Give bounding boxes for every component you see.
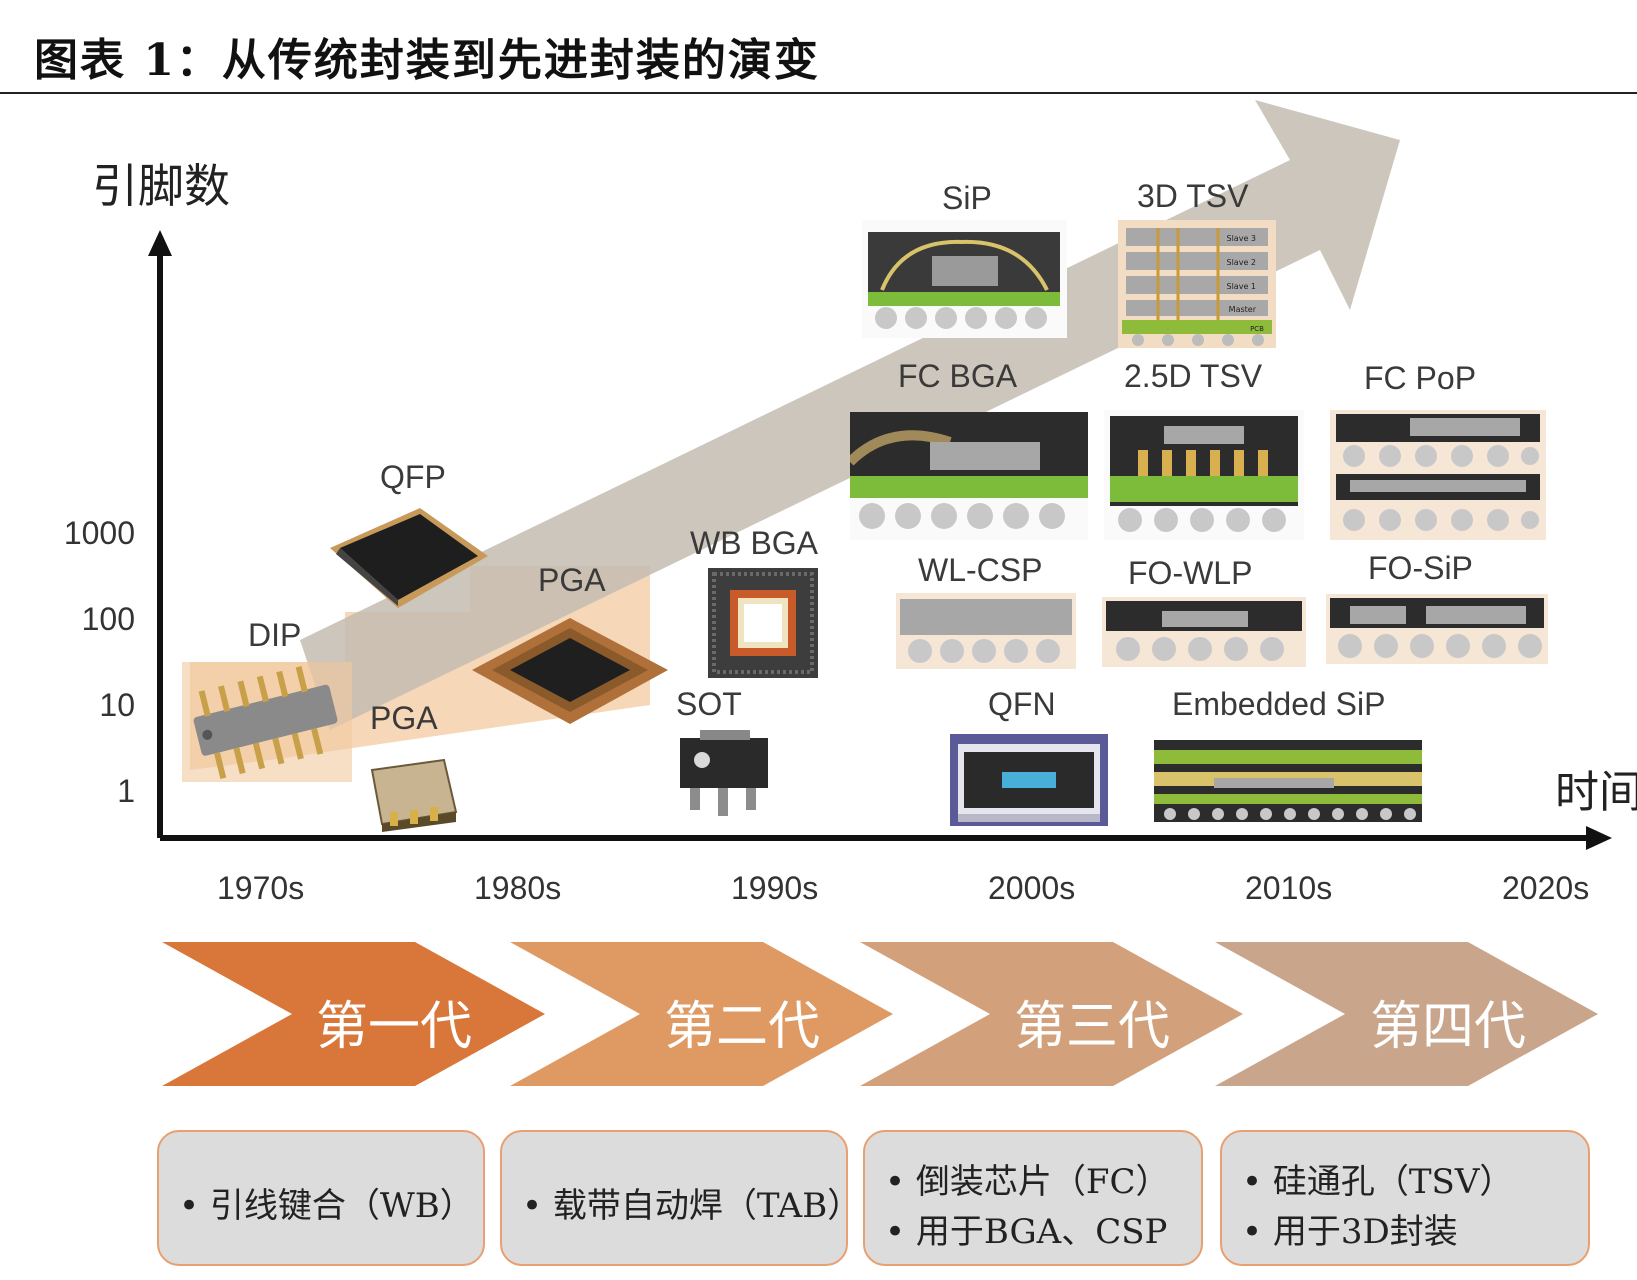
fc-pop-chip-image — [1330, 410, 1546, 540]
sip-chip-image — [862, 220, 1067, 338]
tech-box-3-line-2: • 用于BGA、CSP — [885, 1212, 1168, 1252]
fc-bga-chip-image — [850, 412, 1088, 540]
embedded-sip-chip-image — [1154, 740, 1422, 822]
label-sip: SiP — [942, 180, 992, 216]
generation-label-1: 第一代 — [316, 997, 473, 1057]
x-tick-1970s: 1970s — [217, 870, 305, 906]
label-pga-large: PGA — [538, 562, 606, 598]
generation-label-2: 第二代 — [664, 997, 821, 1057]
tech-box-3: • 倒装芯片（FC） • 用于BGA、CSP — [863, 1130, 1203, 1266]
label-pga-small: PGA — [370, 700, 438, 736]
x-tick-2020s: 2020s — [1502, 870, 1590, 906]
x-tick-1990s: 1990s — [731, 870, 819, 906]
qfp-chip-image — [330, 508, 488, 608]
tech-box-4-line-1: • 硅通孔（TSV） — [1242, 1162, 1514, 1202]
tsv-3d-chip-image: Slave 3 Slave 2 Slave 1 Master PCB — [1118, 220, 1276, 348]
x-tick-2000s: 2000s — [988, 870, 1076, 906]
label-fc-bga: FC BGA — [898, 358, 1018, 394]
tech-box-3-line-1: • 倒装芯片（FC） — [885, 1162, 1170, 1202]
chevron-gen2 — [510, 942, 893, 1086]
label-wb-bga: WB BGA — [690, 525, 819, 561]
pga-small-chip-image — [370, 758, 458, 832]
tsv-stack-label-pcb: PCB — [1250, 325, 1264, 333]
label-fo-wlp: FO-WLP — [1128, 555, 1253, 591]
label-qfp: QFP — [380, 459, 446, 495]
label-wl-csp: WL-CSP — [918, 552, 1043, 588]
x-tick-1980s: 1980s — [474, 870, 562, 906]
tech-box-4: • 硅通孔（TSV） • 用于3D封装 — [1220, 1130, 1590, 1266]
title-rule — [0, 92, 1637, 94]
label-sot: SOT — [676, 686, 742, 722]
chevron-gen4 — [1215, 942, 1598, 1086]
label-dip: DIP — [248, 617, 302, 653]
tsv-stack-label-master: Master — [1229, 305, 1257, 314]
tech-box-2-line-1: • 载带自动焊（TAB） — [522, 1186, 862, 1226]
label-fc-pop: FC PoP — [1364, 360, 1477, 396]
chevron-gen3 — [860, 942, 1243, 1086]
wb-bga-chip-image — [708, 568, 818, 678]
generation-label-3: 第三代 — [1014, 997, 1171, 1057]
wl-csp-chip-image — [896, 593, 1076, 669]
tsv-stack-label-slave3: Slave 3 — [1227, 234, 1257, 243]
x-axis-arrowhead — [1586, 826, 1612, 850]
generation-label-4: 第四代 — [1370, 997, 1527, 1057]
y-tick-1: 1 — [117, 773, 135, 809]
y-axis-arrowhead — [148, 230, 172, 256]
tsv-25d-chip-image — [1104, 410, 1304, 540]
y-tick-1000: 1000 — [63, 515, 135, 551]
label-25d-tsv: 2.5D TSV — [1124, 358, 1263, 394]
tech-box-4-line-2: • 用于3D封装 — [1242, 1212, 1458, 1252]
fo-sip-chip-image — [1326, 594, 1548, 664]
qfn-chip-image — [950, 734, 1108, 826]
figure-title: 图表 1：从传统封装到先进封装的演变 — [34, 35, 820, 86]
y-tick-100: 100 — [81, 601, 135, 637]
label-fo-sip: FO-SiP — [1368, 550, 1473, 586]
dip-chip-image — [182, 662, 352, 782]
chevron-gen1 — [162, 942, 545, 1086]
generation-chevrons — [162, 942, 1598, 1086]
fo-wlp-chip-image — [1102, 597, 1306, 667]
tsv-stack-label-slave2: Slave 2 — [1227, 258, 1257, 267]
label-qfn: QFN — [988, 686, 1056, 722]
y-axis-label: 引脚数 — [92, 159, 230, 213]
sot-chip-image — [680, 730, 768, 816]
label-embedded-sip: Embedded SiP — [1172, 686, 1386, 722]
tech-box-2: • 载带自动焊（TAB） — [500, 1130, 861, 1266]
tech-box-1: • 引线键合（WB） — [157, 1130, 485, 1266]
x-tick-2010s: 2010s — [1245, 870, 1333, 906]
tsv-stack-label-slave1: Slave 1 — [1227, 282, 1257, 291]
x-axis-label: 时间 — [1555, 767, 1637, 818]
pga-large-chip-image — [472, 618, 668, 724]
label-3d-tsv: 3D TSV — [1137, 178, 1249, 214]
tech-box-1-line-1: • 引线键合（WB） — [179, 1186, 474, 1226]
y-tick-10: 10 — [99, 687, 135, 723]
